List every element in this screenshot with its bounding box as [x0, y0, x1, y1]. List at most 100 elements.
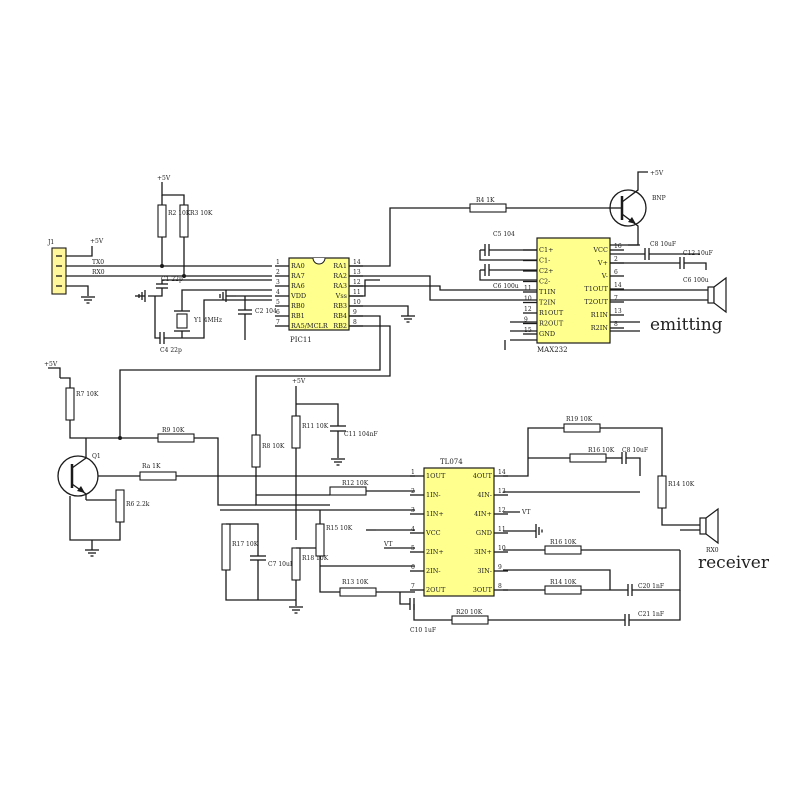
- chip-pin-label: T2OUT: [584, 298, 608, 306]
- chip-pin-label: RA7: [291, 272, 305, 280]
- chip-pin-label: GND: [476, 529, 492, 537]
- r9-label: R9 10K: [162, 427, 185, 434]
- crystal-section: C1 22p C4 22p Y1 4MHz C2 104: [135, 276, 277, 354]
- pin-number: 9: [353, 309, 357, 316]
- chip-pin-label: 1OUT: [426, 472, 446, 480]
- rx-label: RX0: [92, 269, 105, 276]
- resistor-r6: [115, 489, 125, 523]
- chip-pin-label: T2IN: [539, 299, 556, 307]
- resistor-r17: [221, 523, 231, 571]
- c8b-label: C8 10uF: [622, 447, 648, 454]
- supply-label: +5V: [90, 238, 104, 245]
- resistor-r2: [157, 204, 167, 238]
- resistor-ra: [139, 471, 177, 481]
- vt-label-left: VT: [383, 541, 392, 548]
- chip-pin-label: V+: [597, 259, 608, 267]
- chip-pin-label: VCC: [592, 246, 608, 254]
- chip-pin-label: V-: [601, 272, 608, 280]
- chip-pin-label: R1OUT: [539, 309, 564, 317]
- ground-symbol: [401, 315, 415, 323]
- ground-symbol: [85, 549, 99, 557]
- pin-number: 9: [524, 317, 528, 324]
- u1-name: PIC11: [290, 336, 312, 344]
- c8-label: C8 10uF: [650, 241, 676, 248]
- chip-pin-label: 4IN+: [474, 510, 492, 518]
- y1-label: Y1 4MHz: [193, 317, 222, 324]
- chip-pin-label: T1OUT: [584, 285, 608, 293]
- receiver-transducer: [699, 507, 719, 545]
- resistor-r19: [563, 423, 601, 433]
- c1-label: C1 22p: [161, 276, 183, 283]
- pin-number: 6: [276, 309, 280, 316]
- chip-pin-label: 3OUT: [473, 586, 493, 594]
- resistor-r7: [65, 387, 75, 421]
- q1-label: Q1: [92, 453, 101, 460]
- pin-number: 13: [614, 308, 622, 315]
- resistor-r16: [569, 453, 607, 463]
- resistor-r18: [291, 547, 301, 581]
- r17-label: R17 10K: [232, 541, 259, 548]
- pin-number: 12: [353, 279, 361, 286]
- chip-u2: C1+C1-C2+C2-T1IN11T2IN10R1OUT12R2OUT9GND…: [523, 237, 624, 354]
- chip-pin-label: 4IN-: [477, 491, 492, 499]
- rx-device-label: RX0: [706, 547, 719, 554]
- chip-pin-label: 4OUT: [473, 472, 493, 480]
- transistor-q2: +5V BNP: [608, 170, 666, 246]
- ground-symbol: [289, 606, 303, 614]
- chip-pin-label: C1+: [539, 246, 554, 254]
- c20-label: C20 1nF: [638, 583, 664, 590]
- chip-pin-label: RA3: [333, 282, 347, 290]
- pin-number: 11: [524, 285, 532, 292]
- pin-number: 8: [614, 321, 618, 328]
- pin-number: 7: [411, 583, 415, 590]
- resistor-r11: [291, 415, 301, 449]
- pin-number: 12: [524, 306, 532, 313]
- ground-symbol: [331, 458, 345, 466]
- chip-pin-label: C1-: [539, 257, 550, 265]
- r7-label: R7 10K: [76, 391, 99, 398]
- chip-pin-label: RA5/MCLR: [291, 322, 329, 330]
- pin-number: 5: [276, 299, 280, 306]
- transistor-q1: Q1: [57, 438, 101, 500]
- pin-number: 10: [353, 299, 361, 306]
- pin-number: 13: [498, 488, 506, 495]
- chip-pin-label: RA0: [291, 262, 305, 270]
- chip-pin-label: RA2: [333, 272, 347, 280]
- chip-pin-label: R1IN: [591, 311, 609, 319]
- pin-number: 9: [498, 564, 502, 571]
- crystal-y1: [176, 313, 188, 329]
- pin-number: 2: [276, 269, 280, 276]
- ground-symbol: [81, 296, 95, 304]
- c10-label: C10 1uF: [410, 627, 436, 634]
- resistor-r14b: [544, 585, 582, 595]
- r20-label: R20 10K: [456, 609, 483, 616]
- resistor-r14: [657, 475, 667, 509]
- r14b-label: R14 10K: [550, 579, 577, 586]
- chip-pin-label: 2OUT: [426, 586, 446, 594]
- c4-label: C4 22p: [160, 347, 182, 354]
- r18-label: R18 10K: [302, 555, 329, 562]
- chip-pin-label: R2IN: [591, 324, 609, 332]
- pin-number: 14: [498, 469, 506, 476]
- chip-pin-label: T1IN: [539, 288, 556, 296]
- pin-number: 7: [276, 319, 280, 326]
- pin-number: 6: [614, 269, 618, 276]
- chip-pin-label: 1IN-: [426, 491, 441, 499]
- connector-j1: J1: [47, 239, 67, 295]
- c21-label: C21 1nF: [638, 611, 664, 618]
- r16b-label: R16 10K: [550, 539, 577, 546]
- supply-label: +5V: [292, 378, 306, 385]
- chip-pin-label: GND: [539, 330, 555, 338]
- pin-number: 1: [411, 469, 415, 476]
- chip-pin-label: RB2: [333, 322, 347, 330]
- emitting-label: emitting: [650, 315, 723, 335]
- r12-label: R12 10K: [342, 480, 369, 487]
- resistor-r8: [251, 434, 261, 468]
- pin-number: 11: [353, 289, 361, 296]
- chip-pin-label: RB0: [291, 302, 305, 310]
- c11-label: C11 104nF: [344, 431, 378, 438]
- chip-pin-label: RA1: [333, 262, 347, 270]
